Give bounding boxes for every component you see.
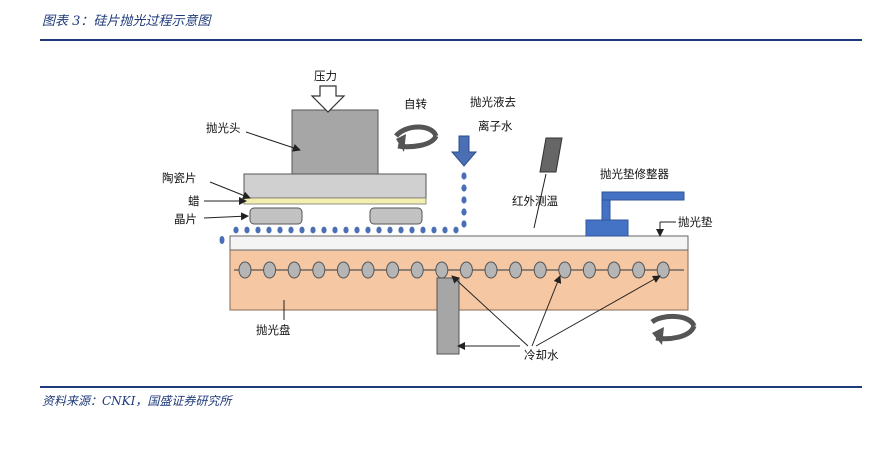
slurry-droplet: [233, 226, 239, 234]
slurry-droplet: [255, 226, 261, 234]
label-wafer: 晶片: [174, 212, 197, 226]
slurry-droplet: [310, 226, 316, 234]
slurry-droplet: [461, 172, 467, 180]
cooling-water-channel-segment: [533, 261, 547, 279]
ceramic-plate: [243, 173, 427, 199]
slurry-droplet: [420, 226, 426, 234]
cooling-water-channel-segment: [484, 261, 498, 279]
figure-source: 资料来源：CNKI，国盛证券研究所: [42, 394, 232, 408]
label-pressure: 压力: [314, 69, 337, 83]
slurry-droplet: [461, 220, 467, 228]
cooling-water-channel-segment: [435, 261, 449, 279]
leader-cooling-1: [451, 275, 529, 347]
cooling-water-channel-segment: [287, 261, 301, 279]
label-cooling-water: 冷却水: [524, 348, 559, 362]
label-ceramic-plate: 陶瓷片: [162, 171, 197, 185]
slurry-droplet: [365, 226, 371, 234]
slurry-droplet: [266, 226, 272, 234]
cooling-water-channel-segment: [656, 261, 670, 279]
slurry-droplets-falling: [461, 172, 467, 228]
cooling-water-channel-segment: [582, 261, 596, 279]
cooling-water-channel-segment: [607, 261, 621, 279]
cooling-water-channel-segment: [410, 261, 424, 279]
slurry-droplet: [431, 226, 437, 234]
polishing-head: [291, 109, 379, 175]
slurry-droplet-edge: [219, 236, 225, 244]
slurry-droplet: [244, 226, 250, 234]
head-rotation-arrow-icon: [394, 124, 439, 152]
leader-ceramic-plate: [209, 181, 251, 200]
label-ir-thermometer: 红外测温: [512, 194, 558, 208]
label-polishing-head: 抛光头: [206, 121, 241, 135]
leader-cooling-2: [531, 275, 562, 347]
figure-title: 图表 3：硅片抛光过程示意图: [42, 14, 211, 29]
leader-wafer: [203, 212, 249, 221]
cooling-water-channel-segment: [509, 261, 523, 279]
ir-thermometer: [539, 137, 563, 173]
cooling-water-channel-segment: [336, 261, 350, 279]
slurry-droplet: [461, 184, 467, 192]
pressure-arrow-icon: [310, 85, 346, 113]
plate-rotation-arrow-icon: [650, 314, 697, 345]
slurry-droplet: [288, 226, 294, 234]
slurry-droplet: [354, 226, 360, 234]
slurry-droplet: [461, 196, 467, 204]
label-slurry-line1: 抛光液去: [470, 95, 516, 109]
wafer-left: [249, 207, 303, 225]
leader-polishing-head: [245, 131, 301, 152]
cooling-water-channel: [234, 261, 684, 279]
cooling-water-channel-segment: [312, 261, 326, 279]
cooling-water-channel-segment: [238, 261, 252, 279]
wafer-right: [369, 207, 423, 225]
bottom-rule: [40, 386, 862, 388]
label-pad-conditioner: 抛光垫修整器: [600, 167, 669, 181]
slurry-droplet: [387, 226, 393, 234]
slurry-droplet: [461, 208, 467, 216]
cooling-water-channel-segment: [386, 261, 400, 279]
slurry-droplets-row: [233, 226, 459, 234]
slurry-droplet: [277, 226, 283, 234]
slurry-droplet: [453, 226, 459, 234]
label-slurry-line2: 离子水: [478, 119, 513, 133]
leader-ir-thermometer: [533, 173, 547, 229]
slurry-droplet: [299, 226, 305, 234]
label-polishing-plate: 抛光盘: [256, 323, 291, 337]
pad-conditioner: [585, 191, 685, 237]
slurry-arrow-icon: [450, 135, 478, 167]
cooling-water-channel-segment: [459, 261, 473, 279]
label-polishing-pad: 抛光垫: [678, 215, 713, 229]
cooling-water-channel-segment: [263, 261, 277, 279]
slurry-droplet: [321, 226, 327, 234]
slurry-droplet: [332, 226, 338, 234]
label-wax: 蜡: [188, 194, 200, 208]
slurry-droplet: [343, 226, 349, 234]
cooling-water-channel-segment: [558, 261, 572, 279]
polishing-pad: [229, 235, 689, 251]
leader-cooling-3: [535, 275, 661, 347]
slurry-droplet: [409, 226, 415, 234]
wax-layer: [243, 197, 427, 205]
slurry-droplet: [442, 226, 448, 234]
label-self-rotation: 自转: [404, 97, 427, 111]
slurry-droplet: [398, 226, 404, 234]
top-rule: [40, 39, 862, 41]
plate-shaft: [436, 277, 460, 355]
cooling-water-channel-segment: [632, 261, 646, 279]
slurry-droplet: [376, 226, 382, 234]
cooling-water-channel-segment: [361, 261, 375, 279]
